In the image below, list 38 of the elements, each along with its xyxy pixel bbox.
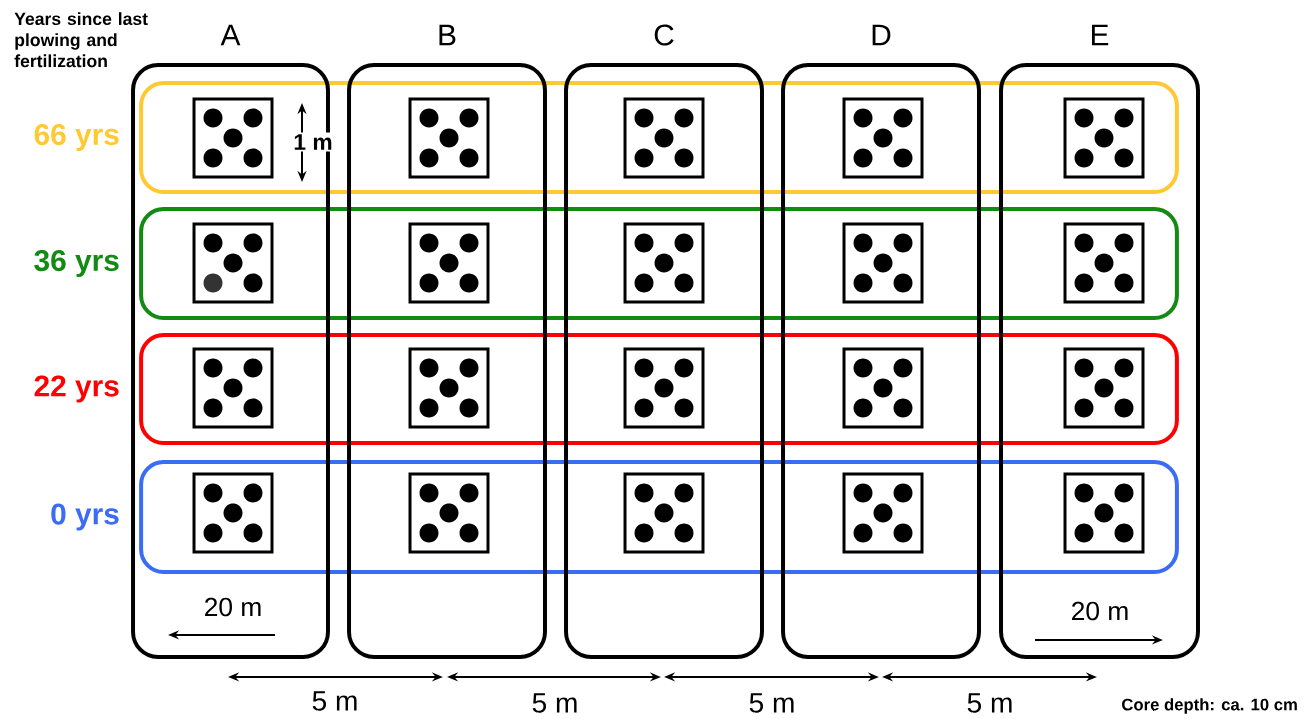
sample-plot	[842, 472, 924, 554]
heading-text: Years since last plowing and fertilization	[14, 12, 148, 68]
sample-plot	[408, 222, 490, 304]
dimension-label: 20 m	[1072, 601, 1128, 621]
sample-plot	[408, 472, 490, 554]
sample-plot	[842, 222, 924, 304]
sample-plot	[1063, 472, 1145, 554]
sample-plot	[623, 97, 705, 179]
dimension-label: 1 m	[291, 132, 335, 152]
dimension-label: 20 m	[205, 597, 261, 617]
node-label: 36 yrs	[34, 249, 119, 278]
dimension-label: 5 m	[532, 693, 577, 713]
sample-plot	[192, 472, 274, 554]
node-label: B	[439, 24, 456, 46]
sample-plot	[192, 97, 274, 179]
node-label: C	[654, 24, 674, 46]
sample-plot	[1063, 347, 1145, 429]
dimension-label: 5 m	[967, 693, 1012, 713]
sample-plot	[192, 222, 274, 304]
sample-plot	[1063, 97, 1145, 179]
dimension-label: 5 m	[312, 691, 357, 711]
sample-plot	[408, 97, 490, 179]
sample-plot	[842, 97, 924, 179]
node-label: A	[220, 24, 241, 46]
sample-plot	[623, 347, 705, 429]
sample-plot	[842, 347, 924, 429]
sample-plot	[623, 472, 705, 554]
sample-plot	[623, 222, 705, 304]
dimension-label: 5 m	[749, 693, 794, 713]
note-text: Core depth: ca. 10 cm	[1122, 698, 1297, 714]
node-label: 22 yrs	[34, 375, 119, 403]
sample-plot	[192, 347, 274, 429]
node-label: D	[872, 24, 891, 46]
node-label: E	[1092, 24, 1109, 46]
node-label: 66 yrs	[34, 123, 119, 152]
sample-plot	[408, 347, 490, 429]
node-label: 0 yrs	[51, 503, 119, 531]
sample-plot	[1063, 222, 1145, 304]
